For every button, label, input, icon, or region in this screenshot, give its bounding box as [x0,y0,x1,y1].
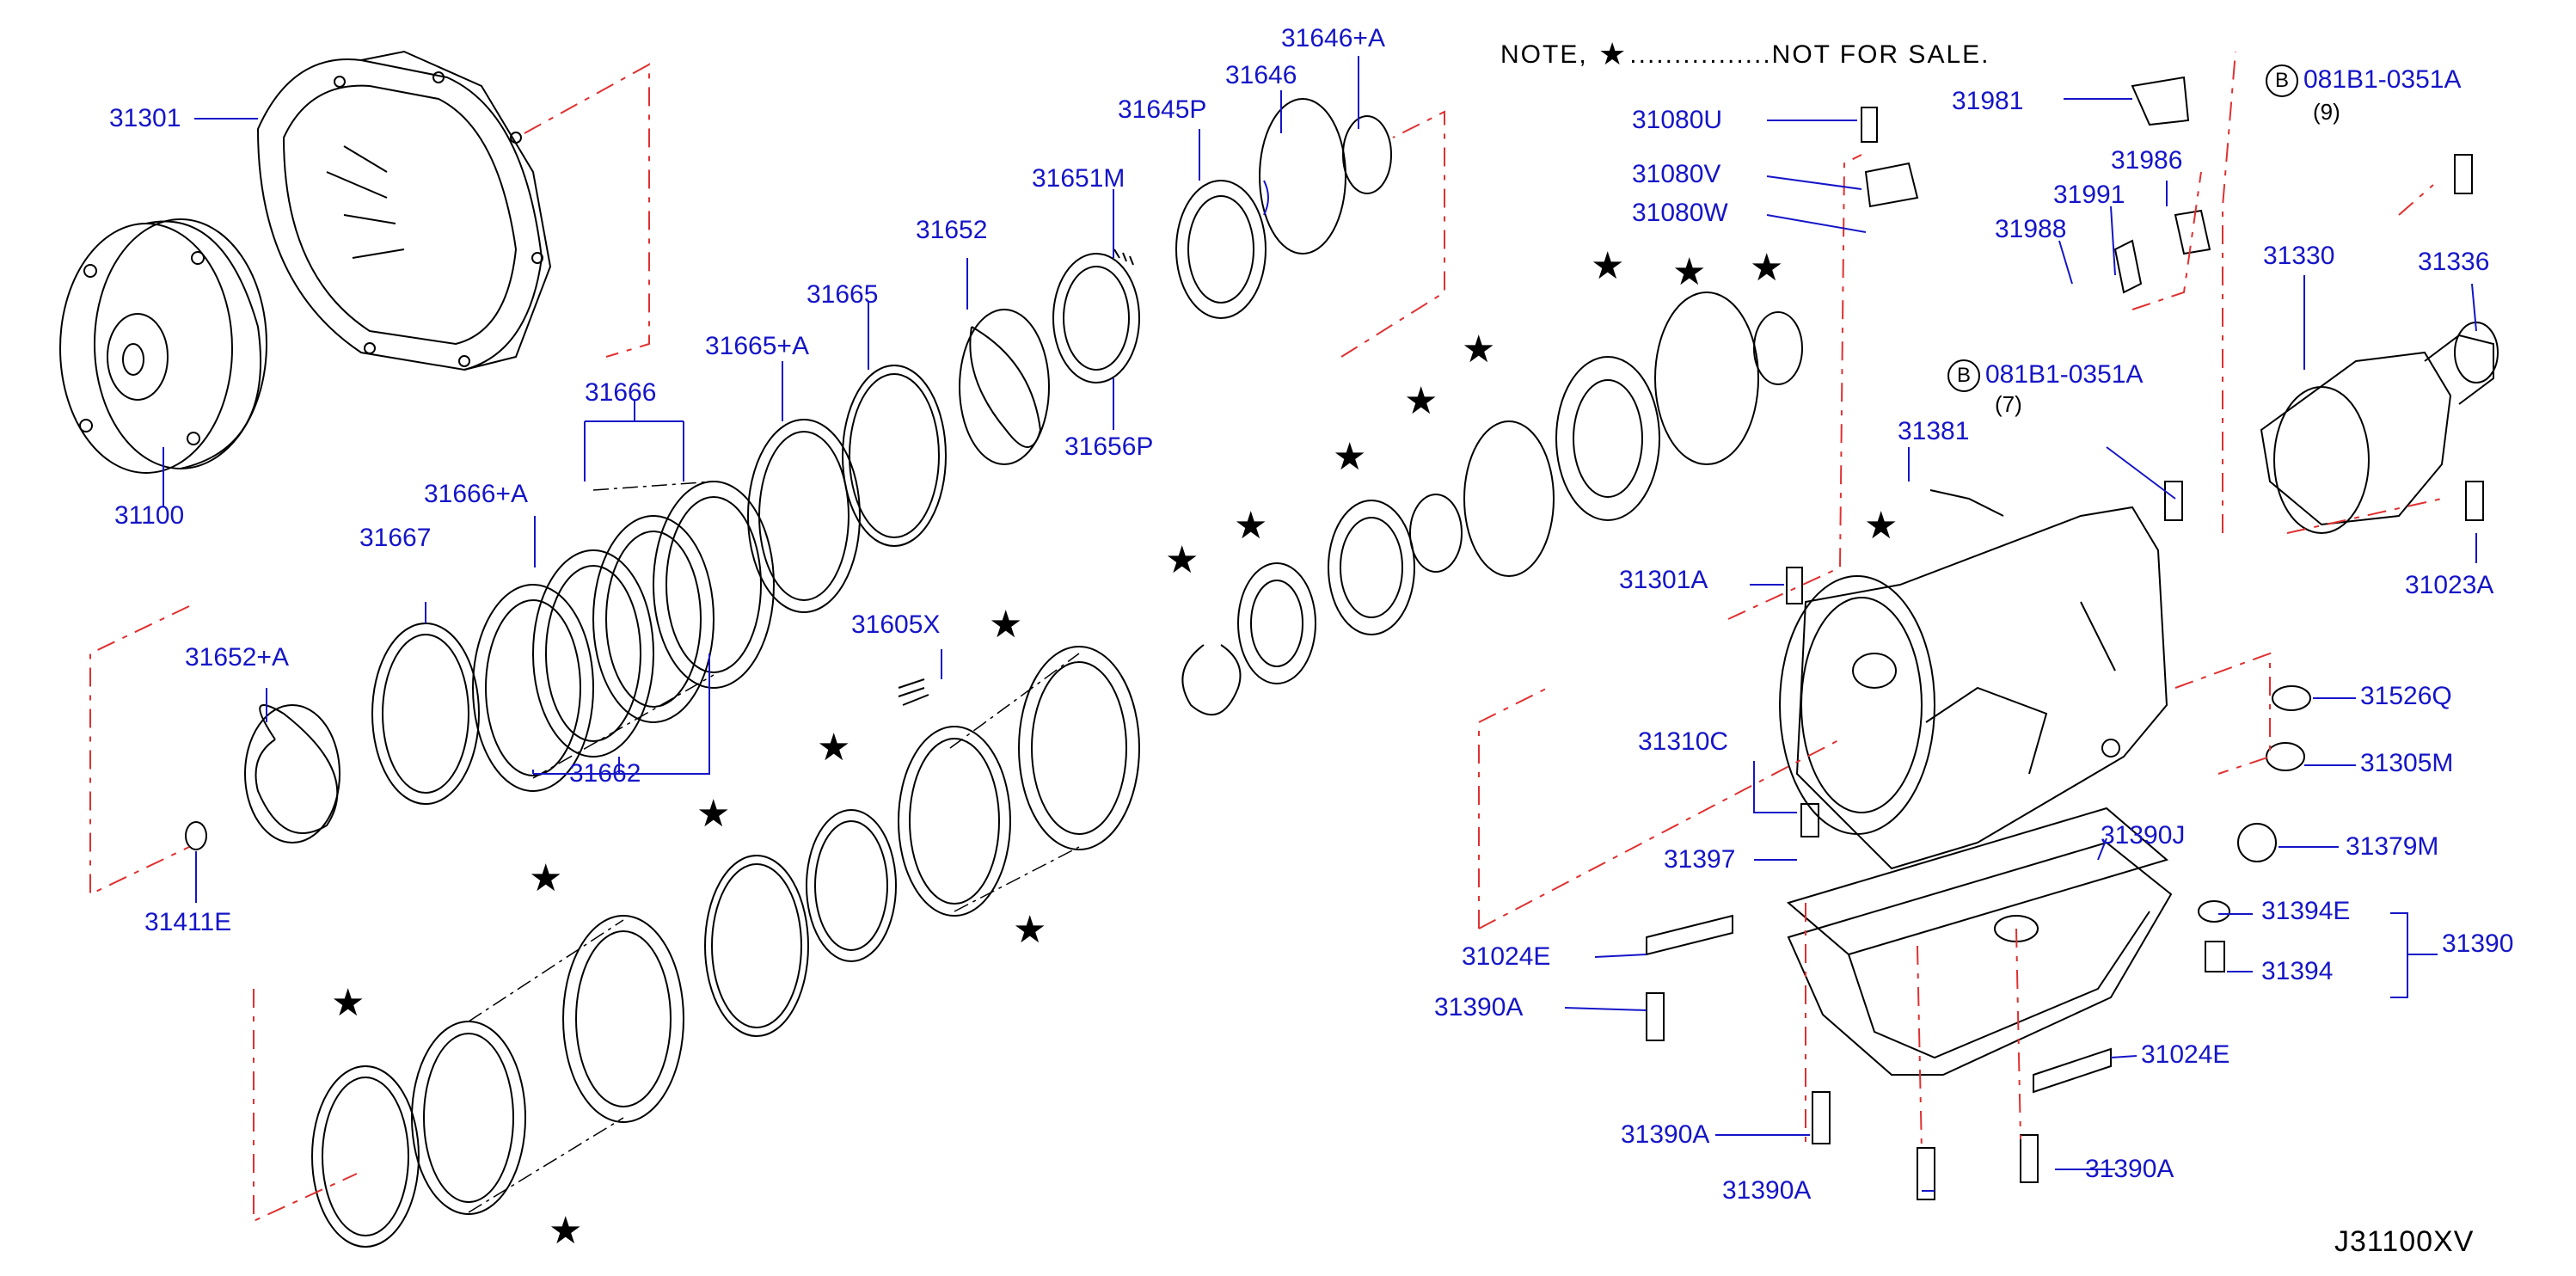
note-star-icon: ★ [1598,37,1628,72]
note-suffix: ................NOT FOR SALE. [1629,40,1990,69]
snap-ring-31652-drawing [969,326,1042,448]
star-icon: ★ [1404,379,1438,423]
label-31305M[interactable]: 31305M [2360,749,2454,777]
bolt-top-qty: (9) [2313,99,2340,125]
star-icon: ★ [1234,504,1268,548]
label-31988[interactable]: 31988 [1995,215,2067,243]
note-prefix: NOTE, [1500,40,1588,69]
star-icon: ★ [331,981,365,1025]
star-icon: ★ [696,792,731,836]
diagram-code: J31100XV [2334,1225,2475,1258]
label-31651M[interactable]: 31651M [1032,164,1125,193]
snap-ring-drawing [255,704,339,834]
label-31390A-1[interactable]: 31390A [1434,993,1524,1021]
label-31024E-left[interactable]: 31024E [1462,942,1551,971]
label-31390A-3[interactable]: 31390A [1722,1176,1812,1205]
bolt-mid-label: 081B1-0351A [1985,359,2144,389]
label-31394[interactable]: 31394 [2261,957,2334,985]
star-icon: ★ [817,726,851,770]
label-31379M[interactable]: 31379M [2346,832,2439,861]
star-icon: ★ [989,603,1023,647]
label-31646-A[interactable]: 31646+A [1281,24,1385,52]
label-31023A[interactable]: 31023A [2405,571,2494,599]
note-not-for-sale: NOTE, ★................NOT FOR SALE. [1500,34,1990,72]
label-31390[interactable]: 31390 [2442,929,2514,958]
label-31390A-4[interactable]: 31390A [2085,1155,2174,1183]
star-icon: ★ [1672,250,1707,294]
label-31991[interactable]: 31991 [2053,181,2125,209]
label-31981[interactable]: 31981 [1952,87,2024,115]
label-31390J[interactable]: 31390J [2101,821,2186,850]
label-31301[interactable]: 31301 [109,104,181,132]
label-31667[interactable]: 31667 [359,524,432,552]
label-31336[interactable]: 31336 [2418,248,2490,276]
bolt-mid-qty: (7) [1995,391,2022,417]
label-31301A[interactable]: 31301A [1619,566,1708,594]
star-icon: ★ [549,1209,583,1253]
transmission-case-drawing [1779,506,2168,870]
star-icon: ★ [1591,244,1625,288]
converter-housing-drawing [256,50,552,371]
label-31526Q[interactable]: 31526Q [2360,682,2452,710]
label-31986[interactable]: 31986 [2111,146,2183,175]
label-31100[interactable]: 31100 [114,501,185,530]
star-icon: ★ [1462,328,1496,371]
label-31652-A[interactable]: 31652+A [185,643,289,672]
label-31330[interactable]: 31330 [2263,242,2335,270]
bolt-circle-b-icon: B [1947,359,1980,392]
rear-extension-drawing [2260,322,2499,534]
star-icon: ★ [1333,435,1367,479]
label-31080W[interactable]: 31080W [1632,199,1728,227]
label-31645P[interactable]: 31645P [1118,95,1207,124]
star-icon: ★ [1165,538,1199,582]
label-31411E[interactable]: 31411E [144,908,232,936]
label-31390A-2[interactable]: 31390A [1621,1120,1710,1149]
label-31394E[interactable]: 31394E [2261,897,2351,925]
label-31656P[interactable]: 31656P [1064,432,1154,461]
label-31080U[interactable]: 31080U [1632,106,1723,134]
torque-converter-drawing [59,218,267,474]
label-31652[interactable]: 31652 [916,216,988,244]
star-icon: ★ [1864,504,1898,548]
label-31024E-right[interactable]: 31024E [2141,1040,2230,1069]
label-31605X[interactable]: 31605X [851,610,941,639]
label-31662[interactable]: 31662 [569,759,641,788]
label-31397[interactable]: 31397 [1664,845,1736,874]
label-31310C[interactable]: 31310C [1638,727,1729,756]
label-31646[interactable]: 31646 [1225,61,1297,89]
oil-pan-drawing [1786,807,2173,1076]
star-icon: ★ [1013,908,1047,952]
label-31665[interactable]: 31665 [807,280,879,309]
label-31666[interactable]: 31666 [585,378,657,407]
label-31381[interactable]: 31381 [1898,417,1970,445]
label-31080V[interactable]: 31080V [1632,160,1721,188]
bolt-top-label: 081B1-0351A [2303,64,2462,94]
star-icon: ★ [1750,246,1784,290]
o-ring-small-drawing [185,821,207,850]
label-31665-A[interactable]: 31665+A [705,332,809,360]
label-31666-A[interactable]: 31666+A [424,480,528,508]
clutch-plates-upper [371,365,947,805]
star-icon: ★ [529,856,563,900]
bolt-circle-b-icon: B [2266,64,2298,97]
